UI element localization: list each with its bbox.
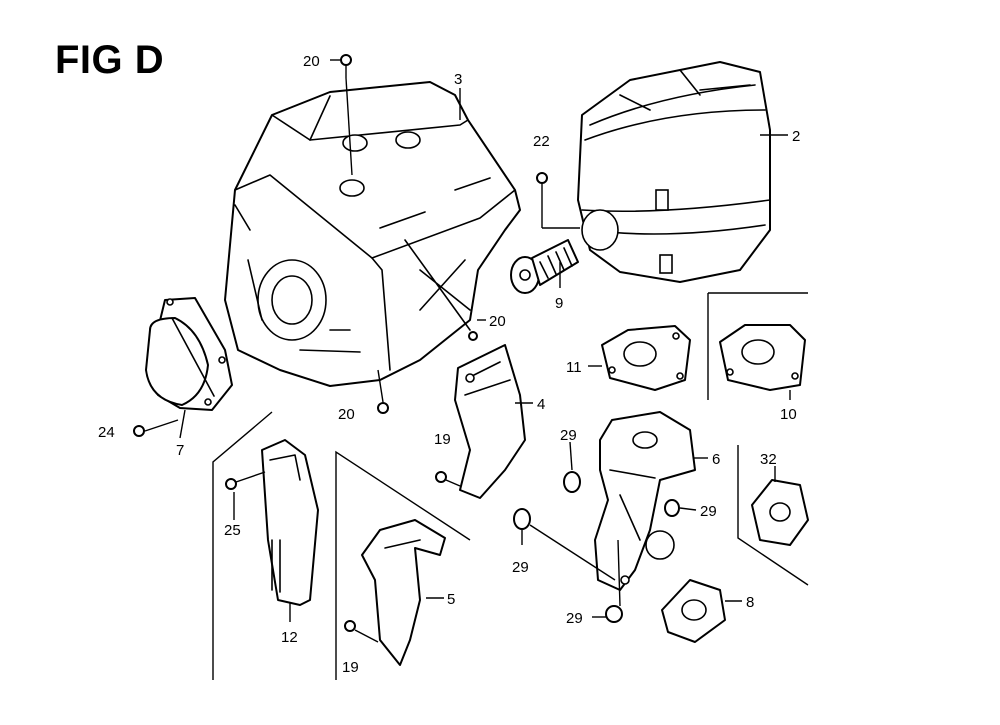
callout-25: 25: [224, 522, 241, 539]
callout-22: 22: [533, 133, 550, 150]
callout-20: 20: [489, 313, 506, 330]
callout-8: 8: [746, 594, 754, 611]
callout-29: 29: [512, 559, 529, 576]
part-12-guide: [261, 439, 319, 606]
callout-19: 19: [342, 659, 359, 676]
callout-19: 19: [434, 431, 451, 448]
part-9-screen: [510, 239, 579, 294]
part-4-shield: [454, 344, 526, 499]
callout-20: 20: [338, 406, 355, 423]
callout-29: 29: [566, 610, 583, 627]
bracket-10: [707, 292, 808, 400]
bracket-12: [212, 411, 273, 680]
callout-2: 2: [792, 128, 800, 145]
leader-lines: [144, 59, 791, 622]
bracket-5: [335, 450, 471, 680]
figure-title: FIG D: [55, 38, 165, 82]
part-8-gasket: [661, 579, 726, 643]
callout-10: 10: [780, 406, 797, 423]
part-5-bracket: [361, 519, 446, 666]
callout-12: 12: [281, 629, 298, 646]
part-3-shroud: [224, 81, 521, 387]
callout-5: 5: [447, 591, 455, 608]
hardware: [133, 54, 680, 643]
part-7-cover: [145, 297, 233, 411]
part-6-manifold: [594, 411, 696, 591]
callout-9: 9: [555, 295, 563, 312]
bracket-32: [737, 445, 809, 586]
callout-20: 20: [303, 53, 320, 70]
part-10-gasket: [719, 324, 806, 391]
callout-11: 11: [566, 359, 582, 376]
callout-3: 3: [454, 71, 462, 88]
callout-29: 29: [700, 503, 717, 520]
callout-24: 24: [98, 424, 115, 441]
callout-32: 32: [760, 451, 777, 468]
callout-29: 29: [560, 427, 577, 444]
callout-6: 6: [712, 451, 720, 468]
callout-4: 4: [537, 396, 545, 413]
part-2-muffler: [577, 61, 771, 283]
callouts: 20 3 22 2 9 20 11 10 4 20 24 7 19 29 6 2…: [98, 53, 800, 676]
callout-7: 7: [176, 442, 184, 459]
part-11-gasket: [601, 325, 691, 391]
part-32-gasket: [751, 479, 809, 546]
